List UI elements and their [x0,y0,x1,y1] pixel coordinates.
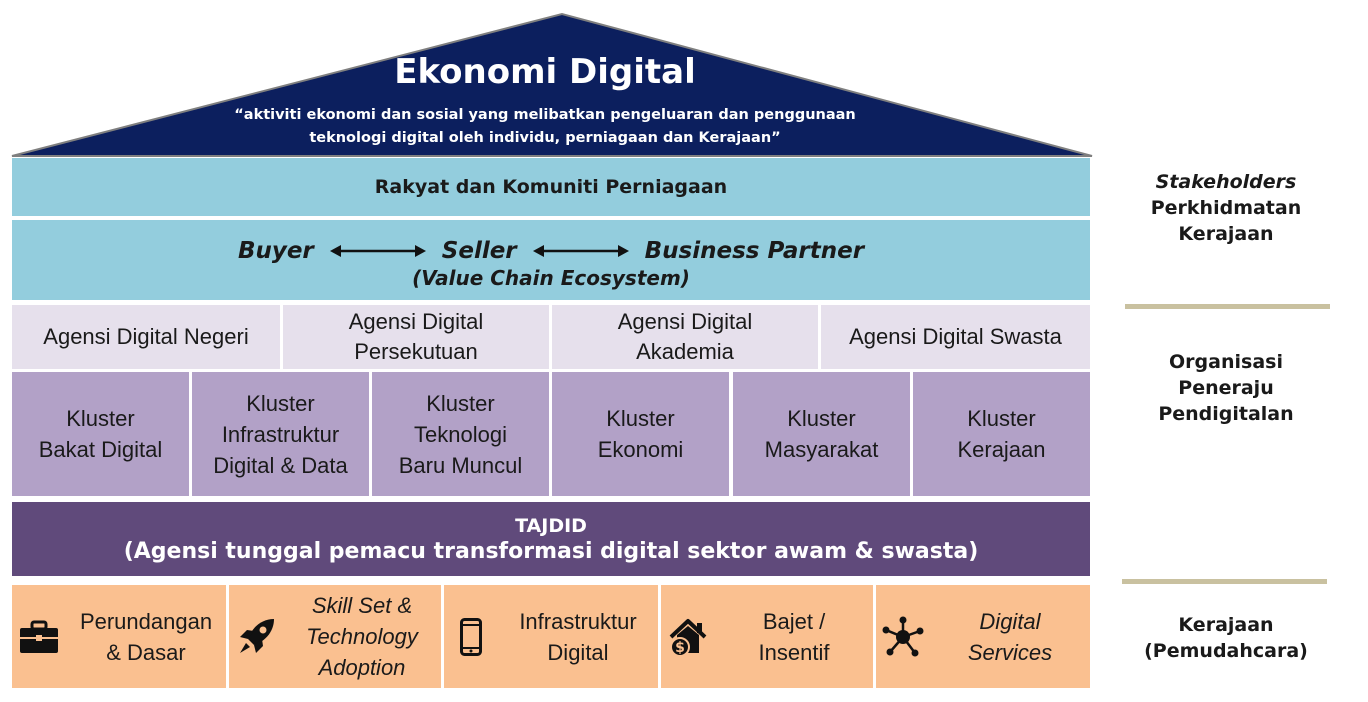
cluster-label: Bakat Digital [38,437,163,462]
gov-bajet: $ Bajet / Insentif [661,585,873,688]
gov-label: Digital [979,608,1041,634]
gov-label: Infrastruktur [519,608,637,634]
cluster-ekonomi: Kluster Ekonomi [552,372,729,496]
side-label-kerajaan: Kerajaan (Pemudahcara) [1110,612,1342,664]
gov-label: Digital [547,639,609,665]
roof-triangle [11,12,1093,157]
briefcase-icon [12,620,66,654]
gov-label: Perundangan [79,608,213,634]
side-label-line: Perkhidmatan [1150,197,1302,219]
agency-label: Agensi Digital Negeri [43,324,249,349]
side-divider [1125,304,1330,309]
cluster-label: Infrastruktur [221,421,340,447]
side-label-line: Stakeholders [1155,171,1297,193]
cluster-label: Baru Muncul [398,452,523,478]
rocket-icon [229,617,283,657]
side-label-line: (Pemudahcara) [1144,640,1308,662]
band-rakyat-label: Rakyat dan Komuniti Perniagaan [374,176,728,198]
business-partner-label: Business Partner [644,238,865,264]
band-rakyat-komuniti: Rakyat dan Komuniti Perniagaan [12,158,1090,216]
tajdid-band: TAJDID (Agensi tunggal pemacu transforma… [12,502,1090,576]
side-label-line: Pendigitalan [1158,403,1294,425]
side-label-organisasi: Organisasi Peneraju Pendigitalan [1110,349,1342,427]
gov-label: Technology [306,624,418,649]
gov-label: & Dasar [106,639,186,665]
side-label-line: Organisasi [1169,351,1283,373]
cluster-label: Teknologi [414,421,507,447]
smartphone-icon [444,617,498,656]
side-label-line: Kerajaan [1178,614,1274,636]
cluster-kerajaan: Kluster Kerajaan [913,372,1090,496]
gov-label: Insentif [758,639,830,665]
cluster-label: Kluster [426,390,495,416]
agency-box-swasta: Agensi Digital Swasta [821,305,1090,369]
gov-label: Skill Set & [311,593,413,618]
cluster-label: Kluster [967,406,1036,431]
band-value-chain: Buyer Seller Business Partner (Value Cha… [12,220,1090,300]
gov-infrastruktur: Infrastruktur Digital [444,585,658,688]
value-chain-subtitle: (Value Chain Ecosystem) [412,266,690,290]
house-money-icon: $ [661,617,715,657]
agency-box-persekutuan: Agensi Digital Persekutuan [283,305,549,369]
gov-label: Services [967,639,1053,665]
gov-digital-services: Digital Services [876,585,1090,688]
tajdid-title: TAJDID [515,514,587,537]
buyer-label: Buyer [237,238,314,264]
double-arrow-icon [532,245,629,257]
agency-label: Agensi Digital Swasta [849,324,1062,349]
cluster-label: Kerajaan [957,437,1046,462]
value-chain-row: Buyer Seller Business Partner [238,238,864,264]
cluster-label: Digital & Data [213,452,348,478]
agency-label: Agensi Digital [348,309,484,334]
cluster-label: Kluster [787,406,856,431]
definition-line-2: teknologi digital oleh individu, perniag… [309,130,781,146]
agency-label: Akademia [636,339,734,364]
side-divider [1122,579,1327,584]
cluster-label: Kluster [66,406,135,431]
cluster-bakat-digital: Kluster Bakat Digital [12,372,189,496]
cluster-teknologi: Kluster Teknologi Baru Muncul [372,372,549,496]
agency-box-negeri: Agensi Digital Negeri [12,305,280,369]
gov-perundangan: Perundangan & Dasar [12,585,226,688]
agency-box-akademia: Agensi Digital Akademia [552,305,818,369]
tajdid-subtitle: (Agensi tunggal pemacu transformasi digi… [123,538,979,564]
cluster-label: Masyarakat [764,437,879,462]
cluster-label: Kluster [246,390,315,416]
gov-label: Adoption [318,655,406,680]
agency-label: Persekutuan [354,339,478,364]
double-arrow-icon [329,245,426,257]
side-label-line: Peneraju [1178,377,1274,399]
network-icon [876,616,930,658]
definition-line-1: “aktiviti ekonomi dan sosial yang meliba… [234,107,856,123]
cluster-label: Kluster [606,406,675,431]
svg-text:$: $ [675,640,685,656]
gov-skill-set: Skill Set & Technology Adoption [229,585,441,688]
side-label-stakeholders: Stakeholders Perkhidmatan Kerajaan [1110,169,1342,247]
diagram-definition: “aktiviti ekonomi dan sosial yang meliba… [210,104,880,150]
seller-label: Seller [441,238,517,264]
gov-label: Bajet / [762,608,826,634]
cluster-infrastruktur: Kluster Infrastruktur Digital & Data [192,372,369,496]
agency-label: Agensi Digital [617,309,753,334]
side-label-line: Kerajaan [1178,223,1274,245]
cluster-masyarakat: Kluster Masyarakat [733,372,910,496]
cluster-label: Ekonomi [597,437,684,462]
diagram-title: Ekonomi Digital [394,52,696,92]
